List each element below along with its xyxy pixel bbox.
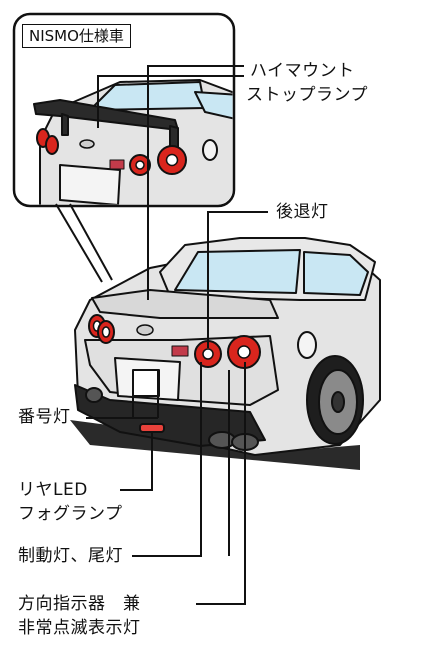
label-license-lamp: 番号灯 bbox=[18, 407, 71, 427]
label-high-mount-line2: ストップランプ bbox=[246, 85, 368, 105]
inset-title: NISMO仕様車 bbox=[22, 24, 131, 48]
label-brake-tail-lamp: 制動灯、尾灯 bbox=[18, 546, 123, 566]
rear-fog-lamp bbox=[139, 423, 165, 433]
label-reverse-lamp: 後退灯 bbox=[276, 202, 329, 222]
gtr-badge-icon bbox=[171, 345, 189, 357]
side-window bbox=[303, 251, 369, 296]
leader-lines bbox=[86, 65, 268, 605]
rear-window bbox=[174, 249, 301, 294]
label-high-mount-line1: ハイマウント bbox=[250, 61, 355, 81]
nissan-emblem-icon bbox=[136, 324, 154, 336]
label-turn-signal-line1: 方向指示器 兼 bbox=[18, 594, 141, 614]
nismo-badge-icon bbox=[109, 159, 125, 170]
label-turn-signal-line2: 非常点滅表示灯 bbox=[18, 618, 141, 638]
label-rear-fog-line2: フォグランプ bbox=[18, 504, 123, 524]
main-car bbox=[70, 237, 381, 470]
license-plate bbox=[132, 369, 160, 397]
label-rear-fog-line1: リヤLED bbox=[18, 480, 88, 500]
